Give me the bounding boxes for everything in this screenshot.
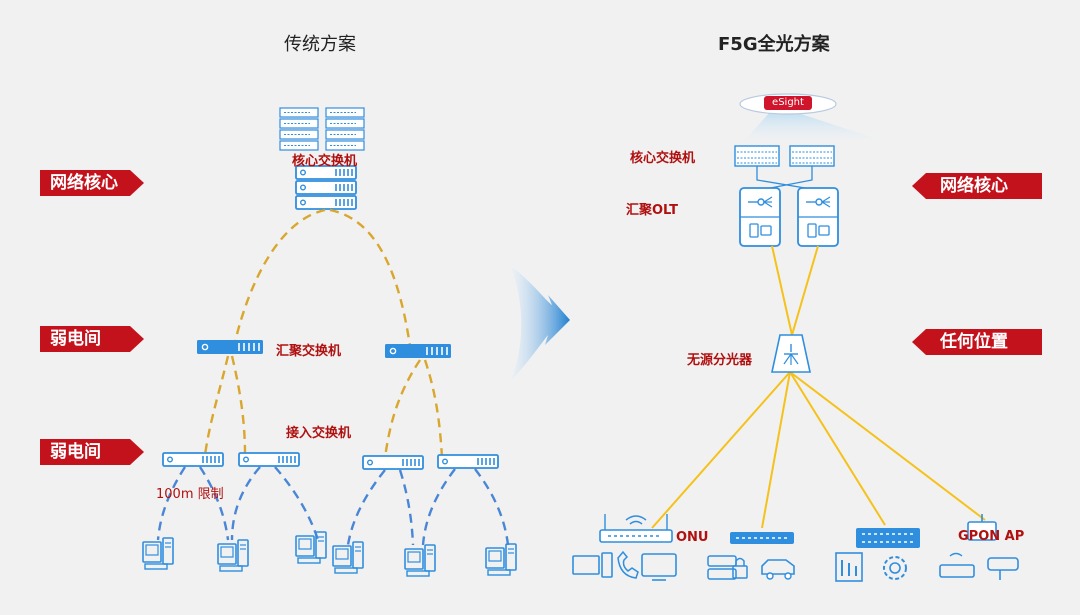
label-gpon-ap: GPON AP <box>958 529 1025 544</box>
access-point-icon <box>967 514 997 541</box>
server-rack-icon <box>279 107 319 151</box>
cloud-icon <box>739 93 837 115</box>
label-distance-limit: 100m 限制 <box>156 487 224 502</box>
switch-icon <box>238 452 300 467</box>
switch-icon <box>162 452 224 467</box>
tv-icon <box>641 553 677 581</box>
pc-icon <box>295 531 327 564</box>
label-core-switch-right: 核心交换机 <box>630 151 696 166</box>
tag-weak-current-room-1: 弱电间 <box>40 326 144 352</box>
label-aggregation-olt: 汇聚OLT <box>626 203 679 218</box>
server-rack-icon <box>734 145 780 167</box>
router-icon <box>599 514 673 543</box>
phone-icon <box>617 550 639 579</box>
tag-weak-current-room-2: 弱电间 <box>40 439 144 465</box>
access-links <box>156 466 510 546</box>
storage-icon <box>707 555 737 580</box>
olt-icon <box>739 187 781 247</box>
pc-icon <box>217 539 249 572</box>
tag-network-core-left: 网络核心 <box>40 170 144 196</box>
tag-any-location: 任何位置 <box>912 329 1042 355</box>
switch-icon <box>295 180 357 195</box>
olt-icon <box>797 187 839 247</box>
label-aggregation-switch: 汇聚交换机 <box>276 344 342 359</box>
pc-icon <box>142 537 174 570</box>
pc-icon <box>404 544 436 577</box>
pc-icon <box>572 552 613 578</box>
lock-icon <box>732 557 748 579</box>
pc-icon <box>332 541 364 574</box>
tag-network-core-right: 网络核心 <box>912 173 1042 199</box>
server-rack-icon <box>789 145 835 167</box>
uplink-links <box>203 208 444 459</box>
sensor-icon <box>939 552 975 578</box>
building-icon <box>835 552 863 582</box>
label-passive-splitter: 无源分光器 <box>687 353 753 368</box>
transition-arrow-icon <box>510 265 570 382</box>
pc-icon <box>485 543 517 576</box>
car-icon <box>761 559 795 580</box>
label-core-switch: 核心交换机 <box>292 154 358 169</box>
switch-icon <box>730 532 794 544</box>
gear-icon <box>883 556 907 580</box>
right-title: F5G全光方案 <box>718 34 830 55</box>
server-rack-icon <box>325 107 365 151</box>
splitter-icon <box>771 334 811 373</box>
switch-icon <box>295 195 357 210</box>
label-onu: ONU <box>676 530 709 545</box>
fiber-links <box>651 245 986 529</box>
label-access-switch: 接入交换机 <box>286 426 352 441</box>
camera-icon <box>987 557 1019 580</box>
switch-icon <box>362 455 424 470</box>
switch-icon <box>437 454 499 469</box>
switch-icon <box>196 339 264 355</box>
esight-logo: eSight <box>772 97 804 108</box>
switch-icon <box>856 528 920 548</box>
left-title: 传统方案 <box>284 34 356 55</box>
beam-icon <box>745 112 880 140</box>
switch-icon <box>384 343 452 359</box>
core-olt-links <box>756 166 818 191</box>
